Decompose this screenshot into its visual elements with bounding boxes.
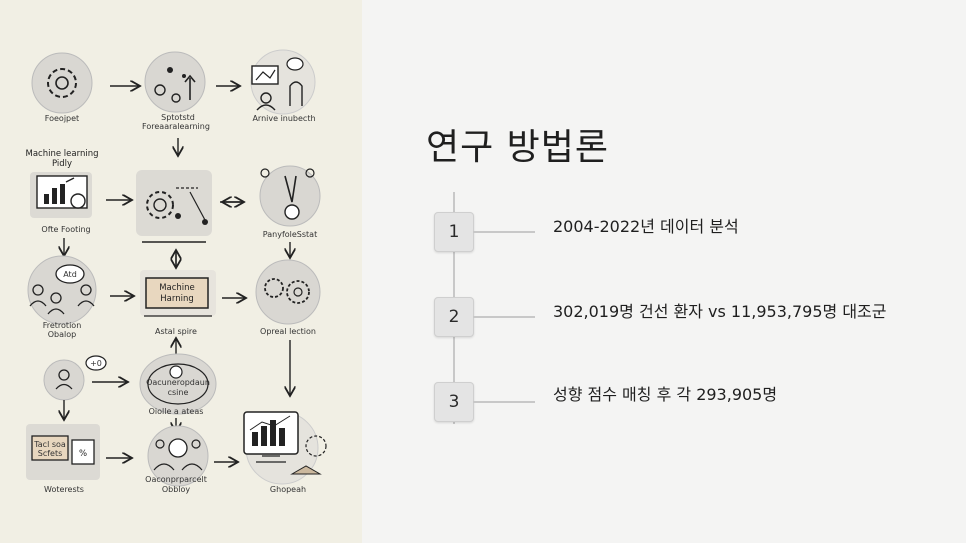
node-label: Foreaaralearning	[142, 122, 210, 131]
node-label: PanyfoleSstat	[263, 230, 317, 239]
person-node: +0	[43, 355, 107, 401]
cycle-node: Oacuneropdaun csine	[139, 353, 217, 415]
node-label: Pidly	[52, 159, 72, 169]
presenter-node	[250, 49, 316, 115]
node-label: Obalop	[48, 330, 76, 339]
method-illustration: Foeojpet Sptotstd Foreaaralearning	[0, 0, 362, 543]
step-number-2: 2	[434, 297, 474, 337]
board-label: Scfets	[38, 449, 63, 458]
bubble-label: +0	[90, 359, 102, 368]
team-node: Atd	[27, 255, 97, 325]
group-discussion-node	[147, 425, 209, 487]
dual-gear-node	[255, 259, 321, 325]
node-label: Ofte Footing	[41, 225, 90, 234]
node-label: Fretrotion	[43, 321, 82, 330]
node-label: Obbloy	[162, 485, 191, 494]
node-label: Astal spire	[155, 327, 197, 336]
node-label: Foeojpet	[45, 114, 79, 123]
step-connector	[473, 231, 535, 233]
node-label: Woterests	[44, 485, 84, 494]
svg-text:Atd: Atd	[63, 270, 77, 279]
step-connector	[473, 316, 535, 318]
node-label: Sptotstd	[161, 113, 195, 122]
step-text-1: 2004-2022년 데이터 분석	[553, 217, 739, 236]
analysis-node	[259, 165, 321, 227]
monitor-chart-node	[243, 411, 327, 485]
node-label: Oiolle a ateas	[149, 407, 204, 416]
step-number-3: 3	[434, 382, 474, 422]
node-label: Oacuneropdaun	[146, 378, 210, 387]
svg-text:%: %	[79, 449, 87, 459]
ml-board-node: Machine Harning	[140, 270, 216, 317]
gear-node	[31, 52, 93, 114]
step-connector	[473, 401, 535, 403]
gear-process-node	[136, 170, 212, 243]
node-label: Arnive inubecth	[252, 114, 315, 123]
content-panel: 연구 방법론 1 2004-2022년 데이터 분석 2 302,019명 건선…	[362, 0, 966, 543]
node-label: csine	[168, 388, 189, 397]
step-text-3: 성향 점수 매칭 후 각 293,905명	[553, 385, 778, 404]
step-number-1: 1	[434, 212, 474, 252]
stats-board-node: Tacl soa Scfets %	[26, 424, 100, 480]
node-label: Oaconprparcelt	[145, 475, 207, 484]
step-text-2: 302,019명 건선 환자 vs 11,953,795명 대조군	[553, 302, 887, 321]
board-label: Machine	[159, 283, 195, 293]
chart-board-node	[30, 172, 92, 218]
node-label: Ghopeah	[270, 485, 306, 494]
node-label: Opreal lection	[260, 327, 316, 336]
board-label: Tacl soa	[33, 440, 66, 449]
board-label: Harning	[160, 294, 193, 304]
node-label: Machine learning	[26, 149, 99, 159]
slide-title: 연구 방법론	[426, 127, 610, 168]
network-node	[144, 51, 206, 113]
